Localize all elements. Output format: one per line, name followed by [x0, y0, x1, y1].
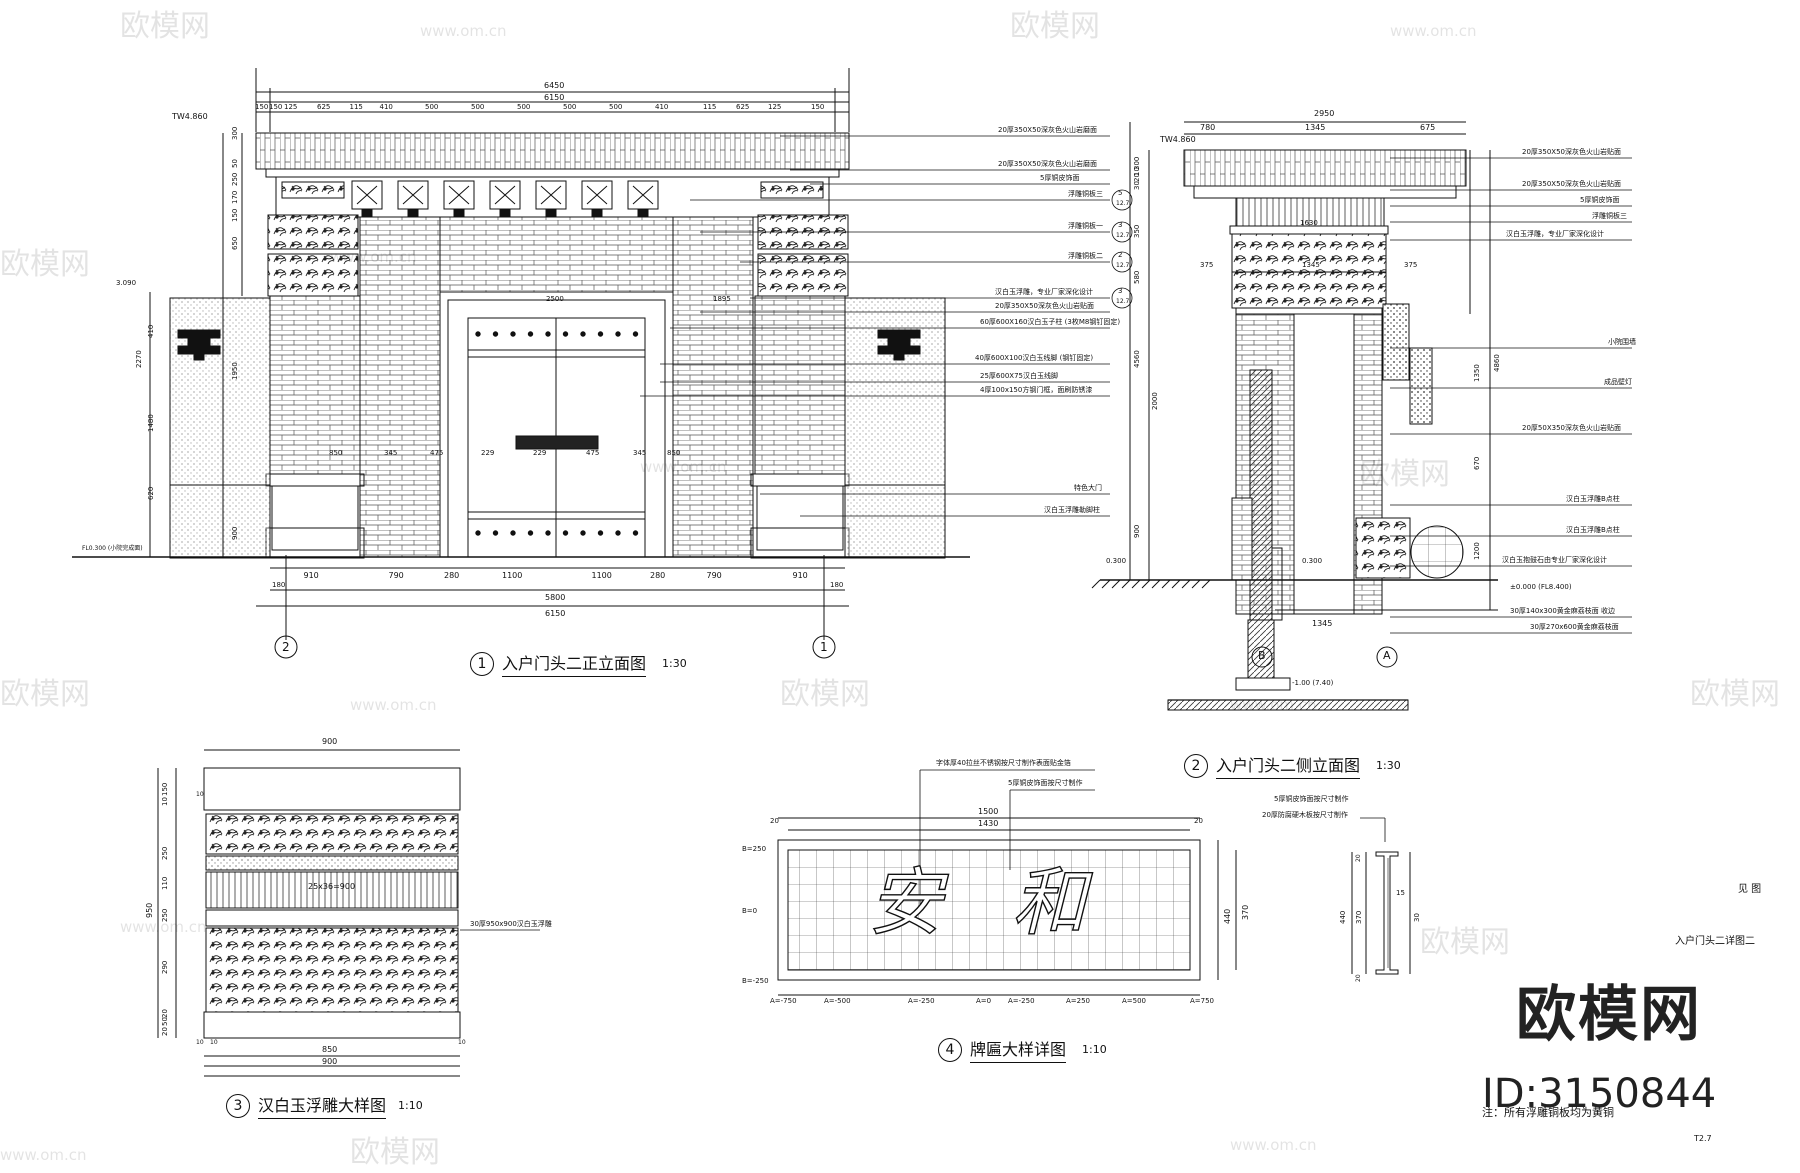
front-title-block: 1 入户门头二正立面图 1:30 [470, 650, 687, 677]
side-title-block: 2 入户门头二侧立面图 1:30 [1184, 752, 1401, 779]
plaque-view-number: 4 [938, 1037, 962, 1062]
door-stud [475, 530, 481, 536]
callout-bubble [1111, 221, 1133, 243]
lattice-bracket [637, 208, 649, 218]
callout-bubble [1111, 251, 1133, 273]
plaque-glyph-2: 和 [1011, 860, 1086, 946]
plaque-title-block: 4 牌匾大样详图 1:10 [938, 1036, 1107, 1063]
watermark-brand: 欧模网 [1516, 980, 1702, 1050]
lattice-pattern [356, 185, 378, 205]
door-stud [562, 331, 569, 337]
door-stud [597, 331, 604, 337]
relief-title-block: 3 汉白玉浮雕大样图 1:10 [226, 1092, 423, 1119]
door-stud [510, 530, 516, 536]
door-stud [510, 331, 516, 337]
side-view-number: 2 [1184, 753, 1208, 778]
watermark-id: ID:3150844 [1482, 1071, 1717, 1117]
side-view-title: 入户门头二侧立面图 [1216, 752, 1361, 779]
callout-bubble [1111, 287, 1133, 309]
front-view-title: 入户门头二正立面图 [502, 650, 647, 677]
door-stud [580, 530, 586, 536]
lattice-bracket [407, 208, 419, 218]
footnote: 注：所有浮雕铜板均为黄铜 [1482, 1106, 1614, 1119]
door-stud [615, 331, 621, 337]
door-stud [562, 530, 569, 536]
door-stud [632, 530, 639, 536]
lattice-pattern [494, 185, 516, 205]
plaque-view-scale: 1:10 [1082, 1043, 1107, 1056]
side-view-scale: 1:30 [1376, 759, 1401, 772]
relief-view-number: 3 [226, 1093, 250, 1118]
front-elevation [72, 68, 1133, 659]
callout-bubble [1111, 189, 1133, 211]
plaque-glyph-1: 安 [867, 860, 942, 946]
side-elevation [1091, 121, 1632, 711]
title-block-label-2: 入户门头二详图二 [1675, 936, 1755, 947]
plaque-detail [777, 769, 1237, 996]
door-stud [475, 331, 481, 337]
relief-detail [157, 749, 540, 1077]
door-stud [545, 331, 551, 337]
door-stud [545, 530, 551, 536]
front-view-scale: 1:30 [662, 657, 687, 670]
door-stud [615, 530, 621, 536]
door-stud [527, 530, 534, 536]
lattice-bracket [453, 208, 465, 218]
lattice-pattern [632, 185, 654, 205]
plaque-view-title: 牌匾大样详图 [970, 1036, 1067, 1063]
relief-view-scale: 1:10 [398, 1099, 423, 1112]
door-stud [632, 331, 639, 337]
sheet-number: T2.7 [1694, 1134, 1712, 1143]
door-stud [492, 530, 499, 536]
lattice-bracket [591, 208, 603, 218]
relief-view-title: 汉白玉浮雕大样图 [258, 1092, 387, 1119]
plaque-section-detail [1351, 817, 1411, 975]
lattice-bracket [545, 208, 557, 218]
door-stud [580, 331, 586, 337]
lattice-pattern [448, 185, 470, 205]
lattice-pattern [402, 185, 424, 205]
door-stud [597, 530, 604, 536]
door-stud [492, 331, 499, 337]
lattice-bracket [499, 208, 511, 218]
front-view-number: 1 [470, 651, 494, 676]
lattice-pattern [586, 185, 608, 205]
lattice-pattern [540, 185, 562, 205]
title-block-label-1: 见 图 [1738, 884, 1762, 895]
lattice-bracket [361, 208, 373, 218]
door-stud [527, 331, 534, 337]
